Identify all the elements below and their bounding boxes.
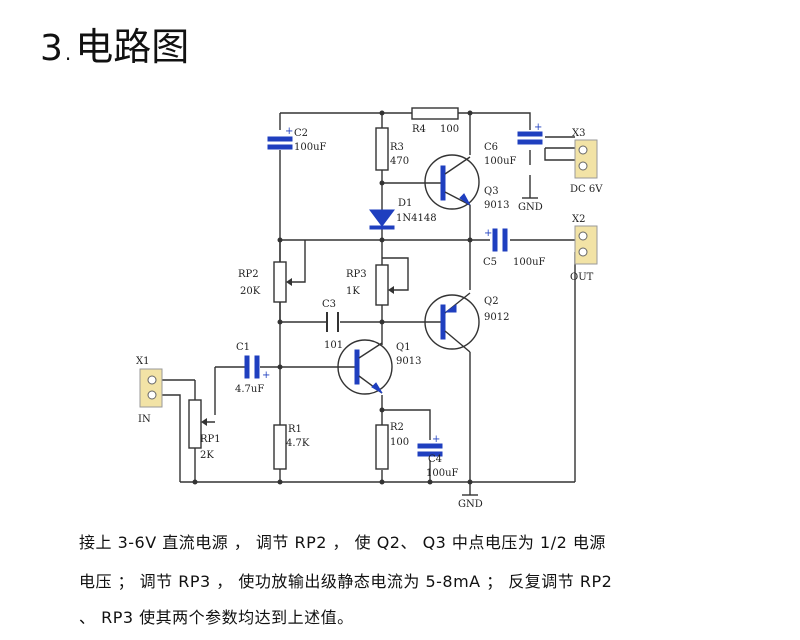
resistor-r1 — [273, 424, 287, 470]
potentiometer-rp2 — [273, 261, 292, 303]
label-rp3: RP3 — [346, 269, 367, 280]
description-line-2: 电压 ； 调节 RP3 ， 使功放输出级静态电流为 5-8mA ； 反复调节 R… — [79, 572, 613, 591]
label-c4: C4 — [428, 454, 442, 465]
label-c4-value: 100uF — [426, 468, 459, 479]
label-x3-note: DC 6V — [570, 184, 603, 195]
label-rp1-value: 2K — [200, 450, 214, 461]
label-r2: R2 — [390, 422, 404, 433]
plus-sign-c2: + — [285, 126, 293, 137]
label-c5-value: 100uF — [513, 257, 546, 268]
label-rp1: RP1 — [200, 434, 221, 445]
label-c6-value: 100uF — [484, 156, 517, 167]
transistor-q3 — [420, 154, 480, 210]
section-title: 电路图 — [75, 25, 190, 69]
label-r1-value: 4.7K — [286, 438, 310, 449]
description-line-1: 接上 3-6V 直流电源 ， 调节 RP2 ， 使 Q2、 Q3 中点电压为 1… — [79, 533, 606, 552]
label-c1-value: 4.7uF — [235, 384, 264, 395]
wires — [162, 112, 576, 495]
label-q2-value: 9012 — [484, 312, 509, 323]
capacitor-c3 — [326, 312, 339, 332]
connector-x1 — [139, 368, 163, 408]
plus-sign-c1: + — [262, 370, 270, 381]
connector-x2 — [574, 225, 598, 265]
label-c1: C1 — [236, 342, 250, 353]
label-r1: R1 — [288, 424, 302, 435]
diode-d1 — [369, 209, 395, 230]
section-dot: . — [64, 41, 72, 65]
label-q2: Q2 — [484, 296, 499, 307]
label-gnd-bottom: GND — [458, 499, 483, 510]
label-x3: X3 — [572, 128, 585, 139]
label-rp3-value: 1K — [346, 286, 360, 297]
label-d1: D1 — [398, 198, 412, 209]
connector-x3 — [574, 139, 598, 179]
label-r2-value: 100 — [390, 437, 409, 448]
label-c6: C6 — [484, 142, 498, 153]
label-q3-value: 9013 — [484, 200, 509, 211]
label-r4-value: 100 — [440, 124, 459, 135]
label-x2-note: OUT — [570, 272, 594, 283]
label-rp2-value: 20K — [240, 286, 261, 297]
circuit-schematic: R4 100 + C2 100uF R3 470 Q3 9013 + C6 10… — [136, 107, 603, 510]
ground-symbol-top — [522, 195, 538, 199]
label-q1: Q1 — [396, 342, 411, 353]
capacitor-c6: + — [517, 122, 543, 145]
label-c2: C2 — [294, 128, 308, 139]
label-r3: R3 — [390, 142, 404, 153]
capacitor-c4: + — [417, 434, 443, 457]
label-x1-note: IN — [138, 414, 151, 425]
transistor-q1 — [335, 339, 393, 395]
capacitor-c5: + — [484, 228, 508, 252]
label-d1-value: 1N4148 — [396, 213, 437, 224]
label-gnd-top: GND — [518, 202, 543, 213]
label-x1: X1 — [136, 356, 149, 367]
label-c5: C5 — [483, 257, 497, 268]
resistor-r4 — [411, 107, 459, 120]
capacitor-c1: + — [244, 355, 270, 381]
page-title: 3.电路图 — [40, 16, 189, 71]
label-rp2: RP2 — [238, 269, 259, 280]
plus-sign-c4: + — [432, 434, 440, 445]
label-c2-value: 100uF — [294, 142, 327, 153]
resistor-r2 — [375, 424, 389, 470]
capacitor-c2: + — [267, 126, 293, 150]
section-number: 3 — [40, 28, 63, 69]
label-q1-value: 9013 — [396, 356, 421, 367]
plus-sign-c5: + — [484, 228, 492, 239]
transistor-q2 — [420, 292, 480, 353]
potentiometer-rp1 — [188, 399, 207, 449]
junction-dots — [192, 110, 473, 485]
label-r4: R4 — [412, 124, 426, 135]
label-c3-value: 101 — [324, 340, 343, 351]
label-r3-value: 470 — [390, 156, 409, 167]
label-c3: C3 — [322, 299, 336, 310]
resistor-r3 — [375, 127, 389, 171]
plus-sign-c6: + — [534, 122, 542, 133]
label-x2: X2 — [572, 214, 585, 225]
description-line-3: 、 RP3 使其两个参数均达到上述值。 — [79, 608, 354, 627]
label-q3: Q3 — [484, 186, 499, 197]
potentiometer-rp3 — [375, 264, 394, 306]
